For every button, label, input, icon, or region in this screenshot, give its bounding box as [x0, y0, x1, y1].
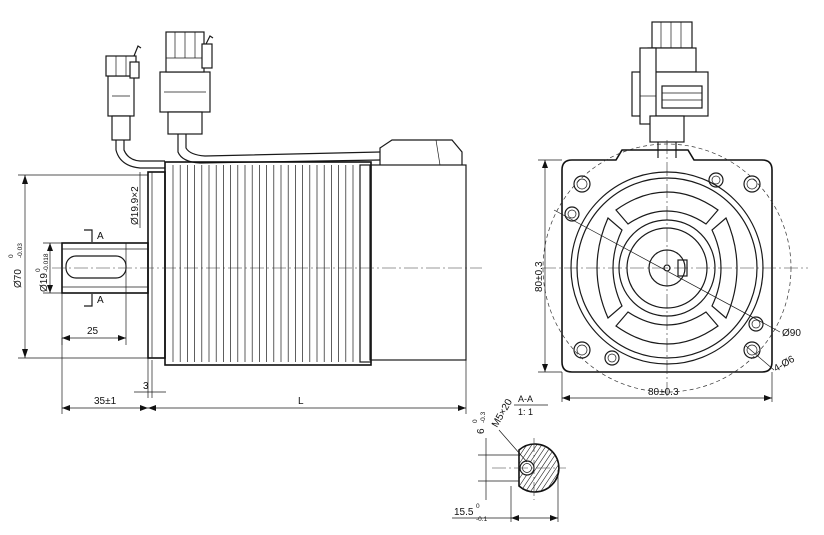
dim-body-dia: Ø19.9×2: [130, 172, 141, 228]
shaft-flat-tol-top: 0: [476, 503, 480, 510]
section-hatch-line: [450, 440, 490, 500]
shaft-dia-tol-top: 0: [35, 268, 42, 272]
section-hatch-line: [519, 443, 531, 492]
section-hatch-line: [470, 440, 510, 500]
section-hatch-line: [455, 440, 495, 500]
key-height-tol-bottom: -0.3: [480, 411, 487, 423]
key-height-tol-top: 0: [472, 419, 479, 423]
mount-holes-label: 4-Ø6: [772, 354, 797, 375]
dim-flange-thickness: 3: [134, 358, 166, 398]
section-hatch-line: [554, 443, 559, 492]
section-title: A-A: [518, 394, 533, 404]
shaft-flat-label: 15.5: [454, 507, 474, 518]
section-hatch-line: [570, 440, 610, 500]
section-hatch-line: [560, 440, 600, 500]
shaft-flat-tol-bottom: -0.1: [476, 516, 488, 523]
section-hatch-line: [539, 443, 559, 492]
front-view: Ø90 4-Ø6 80±0.3 80±0.3: [534, 21, 808, 402]
section-hatch-line: [475, 440, 515, 500]
section-hatch-line: [460, 440, 500, 500]
flange-width-label: 80±0.3: [648, 387, 679, 398]
shaft-dia-label: Ø19: [39, 273, 50, 292]
flange-thickness-label: 3: [143, 381, 149, 392]
key-height-label: 6: [476, 428, 487, 434]
section-hatch-line: [575, 440, 615, 500]
section-hatch-line: [529, 443, 559, 492]
front-connectors: [631, 21, 709, 158]
rear-cover: [369, 164, 467, 361]
section-letter-top: A: [97, 231, 104, 242]
section-hatch-line: [565, 440, 605, 500]
section-hatch-line: [465, 440, 505, 500]
dim-flange-dia: Ø70 0 -0.03: [8, 174, 148, 359]
motor-length-label: L: [298, 396, 304, 407]
section-scale: 1: 1: [518, 407, 533, 417]
cooling-fins: [172, 165, 354, 362]
dim-shaft-length: 25: [61, 293, 127, 345]
flange-dia-tol-bottom: -0.03: [17, 243, 24, 258]
small-connector: [105, 45, 142, 141]
section-hatch-line: [440, 440, 480, 500]
motor-housing: [164, 161, 372, 366]
large-connector: [159, 31, 214, 135]
side-view: A A Ø70 0 -0.03 Ø19 0 -0.018 Ø19.9: [8, 31, 482, 414]
flange-height-label: 80±0.3: [534, 261, 545, 292]
section-hatch-line: [534, 443, 559, 492]
flange-dia-tol-top: 0: [8, 254, 15, 258]
dim-shaft-dia: Ø19 0 -0.018: [35, 242, 62, 294]
svg-text:Ø70: Ø70: [13, 269, 24, 288]
dim-overall: 35±1 L: [61, 338, 467, 414]
section-hatch-line: [445, 440, 485, 500]
cables: [115, 134, 381, 169]
dim-flange-width: 80±0.3: [561, 372, 773, 402]
tapped-hole-label: M5×20: [490, 397, 515, 430]
bolt-circle-label: Ø90: [782, 328, 801, 339]
section-hatch-line: [519, 443, 536, 492]
section-letter-bottom: A: [97, 295, 104, 306]
shaft-length-label: 25: [87, 326, 99, 337]
body-dia-label: Ø19.9×2: [130, 186, 141, 225]
section-hatch-line: [549, 443, 559, 492]
dim-flange-height: 80±0.3: [534, 159, 562, 373]
shaft-dia-tol-bottom: -0.018: [43, 253, 50, 272]
section-marker-a: A A: [84, 229, 104, 307]
section-hatch-line: [544, 443, 559, 492]
flange-dia-label: Ø70: [13, 269, 24, 288]
square-flange: [561, 149, 773, 373]
flange-windows: [596, 191, 738, 345]
encoder-cover: [379, 139, 463, 165]
shaft-extension-label: 35±1: [94, 396, 117, 407]
mounting-holes: [564, 172, 764, 366]
front-flange: [147, 171, 166, 359]
